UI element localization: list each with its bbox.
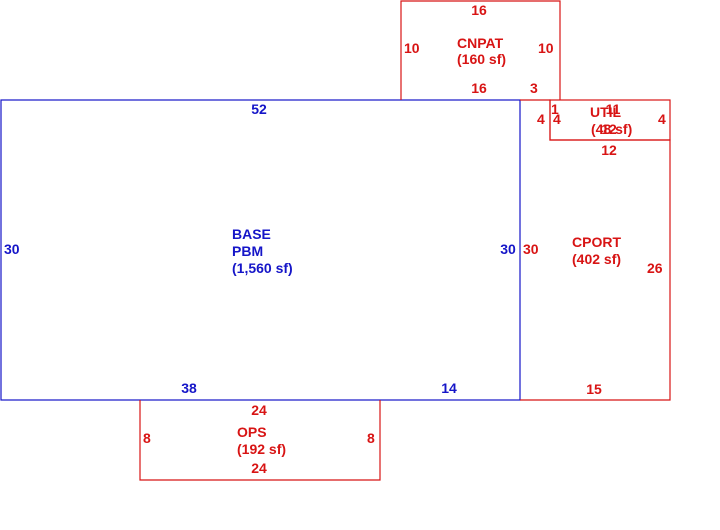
cnpat-dim-left: 10 <box>404 40 420 56</box>
base-label-name: BASE <box>232 226 271 242</box>
cnpat-dim-bottom: 16 <box>471 80 487 96</box>
util-dim-right: 4 <box>658 111 666 127</box>
util-dim-bottom: 12 <box>601 142 617 158</box>
ops-outline <box>139 400 381 481</box>
cport-area: 30 26 15 CPORT (402 sf) <box>520 99 671 401</box>
ops-dim-right: 8 <box>367 430 375 446</box>
ops-dim-left: 8 <box>143 430 151 446</box>
cport-dim-left: 30 <box>523 241 539 257</box>
util-area: 1 4 4 UTIL (48 sf) 11 12 4 12 <box>537 99 671 158</box>
ops-label-name: OPS <box>237 424 267 440</box>
cport-label-name: CPORT <box>572 234 621 250</box>
cnpat-dim-top: 16 <box>471 2 487 18</box>
cnpat-label-area: (160 sf) <box>457 51 506 67</box>
util-dim-left-outer: 4 <box>537 111 545 127</box>
ops-area: 24 8 8 24 OPS (192 sf) <box>139 400 381 481</box>
cnpat-outline <box>400 0 561 100</box>
base-area: 52 30 30 38 14 BASE PBM (1,560 sf) <box>0 99 521 401</box>
base-dim-bottom-right: 14 <box>441 380 457 396</box>
base-label-area: (1,560 sf) <box>232 260 293 276</box>
util-dim-top-small: 1 <box>551 101 559 117</box>
cnpat-area: 16 10 10 16 3 CNPAT (160 sf) <box>400 0 561 100</box>
util-label-area: (48 sf) <box>591 121 632 137</box>
util-dim-top: 11 <box>606 101 621 117</box>
base-dim-bottom-left: 38 <box>181 380 197 396</box>
util-label-name: UTIL <box>590 104 622 120</box>
base-outline <box>0 99 521 401</box>
base-dim-right: 30 <box>500 241 516 257</box>
util-outline <box>549 99 671 141</box>
ops-dim-bottom: 24 <box>251 460 267 476</box>
ops-label-area: (192 sf) <box>237 441 286 457</box>
cnpat-dim-step: 3 <box>530 80 538 96</box>
cnpat-label-name: CNPAT <box>457 35 504 51</box>
cport-label-area: (402 sf) <box>572 251 621 267</box>
cnpat-dim-right: 10 <box>538 40 554 56</box>
util-dim-inner: 12 <box>601 121 617 137</box>
ops-dim-top: 24 <box>251 402 267 418</box>
base-dim-left: 30 <box>4 241 20 257</box>
cport-dim-bottom: 15 <box>586 381 602 397</box>
util-dim-left-inner: 4 <box>553 111 561 127</box>
cport-dim-right: 26 <box>647 260 663 276</box>
base-dim-top: 52 <box>251 101 267 117</box>
cport-outline <box>520 99 671 401</box>
base-label-code: PBM <box>232 243 263 259</box>
